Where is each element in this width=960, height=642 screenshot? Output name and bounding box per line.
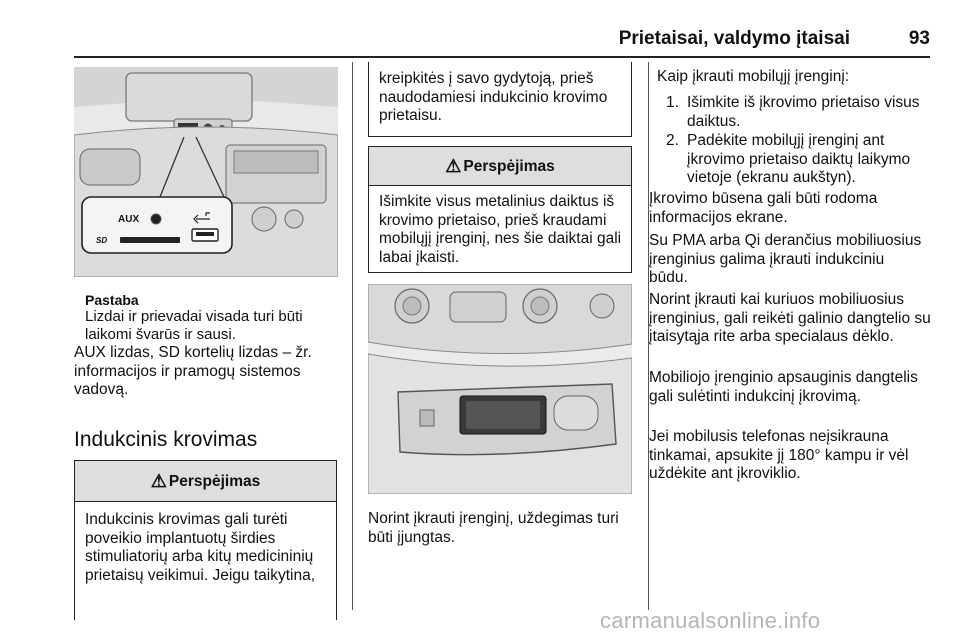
note-title: Pastaba	[85, 292, 139, 308]
warning-triangle-icon: ⚠	[150, 471, 167, 491]
warning-title: Perspėjimas	[463, 158, 555, 175]
warning-box-pacemaker-continued: kreipkitės į savo gydytoją, prieš naudod…	[368, 62, 632, 137]
section-heading: Indukcinis krovimas	[74, 428, 258, 451]
aux-ports-illustration: AUX SD	[74, 67, 338, 277]
column-divider-right	[648, 62, 649, 610]
warning-box-metal-objects: ⚠Perspėjimas Išimkite visus metalinius d…	[368, 146, 632, 273]
protective-cover-paragraph: Mobiliojo įrenginio apsauginis dangtelis…	[649, 369, 918, 405]
pma-qi-paragraph: Su PMA arba Qi derančius mobiliuosius įr…	[649, 232, 922, 286]
svg-text:SD: SD	[96, 236, 107, 245]
inductive-charging-illustration	[368, 284, 632, 494]
note-body: Lizdai ir prievadai visada turi būti lai…	[85, 308, 303, 343]
list-item: 2. Padėkite mobilųjį įrenginį ant įkrovi…	[666, 132, 911, 186]
page-number: 93	[908, 28, 930, 49]
back-cover-paragraph: Norint įkrauti kai kuriuos mobiliuosius …	[649, 291, 931, 345]
aux-info-paragraph: AUX lizdas, SD kortelių lizdas – žr. inf…	[74, 344, 312, 398]
header-divider	[74, 56, 930, 58]
warning-header: ⚠Perspėjimas	[369, 147, 631, 186]
warning-header: ⚠Perspėjimas	[75, 461, 336, 502]
watermark: carmanualsonline.info	[600, 608, 821, 633]
warning-body-part1: Indukcinis krovimas gali turėti poveikio…	[85, 511, 316, 584]
ignition-paragraph: Norint įkrauti įrenginį, uždegimas turi …	[368, 510, 619, 546]
page-header-title: Prietaisai, valdymo įtaisai	[618, 28, 850, 49]
warning-triangle-icon: ⚠	[445, 156, 462, 176]
warning-body-part2: kreipkitės į savo gydytoją, prieš naudod…	[379, 70, 608, 124]
column-divider-left	[352, 62, 353, 610]
aux-port-label: AUX	[118, 214, 139, 225]
rotate-phone-paragraph: Jei mobilusis telefonas neįsikrauna tink…	[649, 428, 909, 482]
warning-title: Perspėjimas	[168, 473, 261, 490]
warning-box-pacemaker: ⚠Perspėjimas Indukcinis krovimas gali tu…	[74, 460, 337, 620]
warning-body: Išimkite visus metalinius daiktus iš kro…	[379, 193, 622, 266]
how-to-charge-intro: Kaip įkrauti mobilųjį įrenginį:	[657, 68, 850, 85]
charging-status-paragraph: Įkrovimo būsena gali būti rodoma informa…	[649, 190, 878, 226]
list-item: 1. Išimkite iš įkrovimo prietaiso visus …	[666, 94, 920, 130]
